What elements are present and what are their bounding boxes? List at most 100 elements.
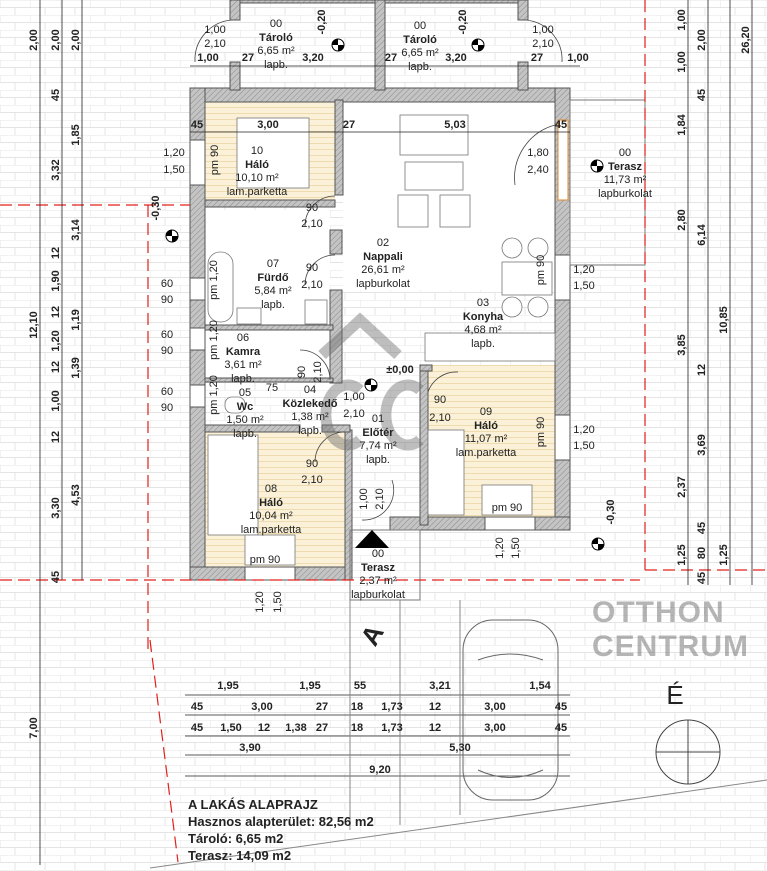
windows: [189, 119, 571, 581]
dimension-label: 1,00: [676, 9, 688, 31]
room-floor: lam.parketta: [226, 185, 288, 198]
room-floor: lapb.: [408, 60, 432, 73]
dimension-label: 12: [50, 305, 62, 319]
room-name: Wc: [236, 400, 254, 413]
dimension-label: 1,85: [70, 124, 82, 146]
dimension-label: 2,00: [696, 29, 708, 51]
dimension-lines: [39, 0, 753, 865]
dimension-label: 3,00: [484, 722, 506, 734]
dimension-label: 1,95: [299, 680, 321, 692]
room-num: 00: [413, 20, 427, 32]
dimension-label: 2,80: [676, 209, 688, 231]
dimension-label: 3,14: [70, 219, 82, 241]
opening-dimension: 1,20: [254, 591, 266, 613]
room-num: 08: [264, 483, 278, 495]
dimension-label: 3,69: [696, 434, 708, 456]
room-floor: lapburkolat: [598, 187, 652, 200]
dimension-label: 3,90: [239, 742, 261, 754]
room-num: 00: [618, 147, 632, 159]
opening-dimension: pm 90: [535, 416, 547, 448]
room-floor: lapburkolat: [356, 277, 410, 290]
room-floor: lam.parketta: [455, 446, 517, 459]
dimension-label: 10,85: [718, 306, 730, 334]
room-name: Terasz: [607, 160, 643, 173]
kitchen-counter: [424, 332, 556, 362]
dimension-label: 3,30: [50, 497, 62, 519]
room-num: 00: [371, 548, 385, 560]
dimension-label: 3,85: [676, 334, 688, 356]
car-icon: [462, 619, 559, 801]
dimension-label: 3,21: [429, 680, 451, 692]
opening-dimension: 90: [433, 394, 447, 406]
opening-dimension: 90: [296, 365, 308, 379]
room-area: 10,10 m²: [235, 172, 279, 184]
room-floor: lapb.: [264, 58, 288, 71]
opening-dimension: 2,10: [429, 412, 451, 424]
watermark-logo: [318, 312, 424, 451]
dimension-label: 1,00: [197, 52, 219, 64]
room-name: Fürdő: [257, 271, 289, 284]
opening-dimension: 90: [305, 458, 319, 470]
dimension-label: 1,54: [529, 680, 551, 692]
dimension-label: 45: [696, 571, 708, 585]
room-name: Nappali: [363, 250, 403, 263]
armchair: [439, 194, 471, 228]
dimension-label: 1,00: [676, 51, 688, 73]
bathtub: [207, 251, 234, 323]
opening-dimension: 1,20: [163, 147, 185, 159]
room-area: 10,04 m²: [249, 510, 293, 522]
dimension-label: 45: [50, 88, 62, 102]
room-name: Terasz: [360, 561, 396, 574]
summary-useful-area: Hasznos alapterület: 82,56 m2: [188, 814, 374, 829]
room-floor: lam.parketta: [240, 523, 302, 536]
dimension-label: 27: [315, 701, 329, 713]
dimension-label: 12: [50, 430, 62, 444]
dimension-label: 3,00: [257, 119, 279, 131]
dimension-label: 12,10: [28, 311, 40, 339]
dimension-label: 80: [696, 546, 708, 560]
dimension-label: 18: [350, 701, 364, 713]
dimension-label: 45: [696, 521, 708, 535]
dimension-label: 3,32: [50, 159, 62, 181]
room-area: 6,65 m²: [257, 45, 295, 57]
door-swings: [194, 19, 563, 521]
room-area: 6,65 m²: [401, 47, 439, 59]
room-area: 3,61 m²: [224, 359, 262, 371]
dimension-label: 12: [428, 722, 442, 734]
furniture: [207, 114, 556, 566]
dimension-label: 1,38: [285, 722, 307, 734]
opening-dimension: 2,10: [204, 38, 226, 50]
dimension-label: 45: [554, 119, 568, 131]
opening-dimension: 60: [160, 278, 174, 290]
room-area: 4,68 m²: [464, 324, 502, 336]
room-area: 1,38 m²: [291, 411, 329, 423]
dimension-label: 1,90: [50, 270, 62, 292]
dimension-label: 9,20: [369, 764, 391, 776]
opening-dimension: pm 1,20: [208, 320, 220, 360]
room-num: 07: [266, 258, 280, 270]
dimension-label: 3,20: [445, 52, 467, 64]
opening-dimension: 2,40: [527, 164, 549, 176]
room-name: Háló: [474, 419, 498, 432]
room-name: Tároló: [259, 31, 293, 44]
dimension-label: 1,25: [718, 544, 730, 566]
opening-dimension: 60: [160, 329, 174, 341]
north-compass-icon: [655, 719, 721, 785]
toilet: [224, 396, 246, 414]
opening-dimension: 75: [265, 382, 279, 394]
dimension-label: 1,73: [381, 722, 403, 734]
desk: [481, 484, 533, 516]
dimension-label: 1,73: [381, 701, 403, 713]
opening-dimension: 1,00: [343, 391, 365, 403]
room-num: 05: [238, 387, 252, 399]
dimension-label: 1,00: [567, 52, 589, 64]
desk: [244, 534, 296, 566]
level-marker-icons: [165, 38, 605, 551]
opening-dimension: 1,20: [573, 424, 595, 436]
opening-dimension: pm 90: [491, 502, 523, 514]
